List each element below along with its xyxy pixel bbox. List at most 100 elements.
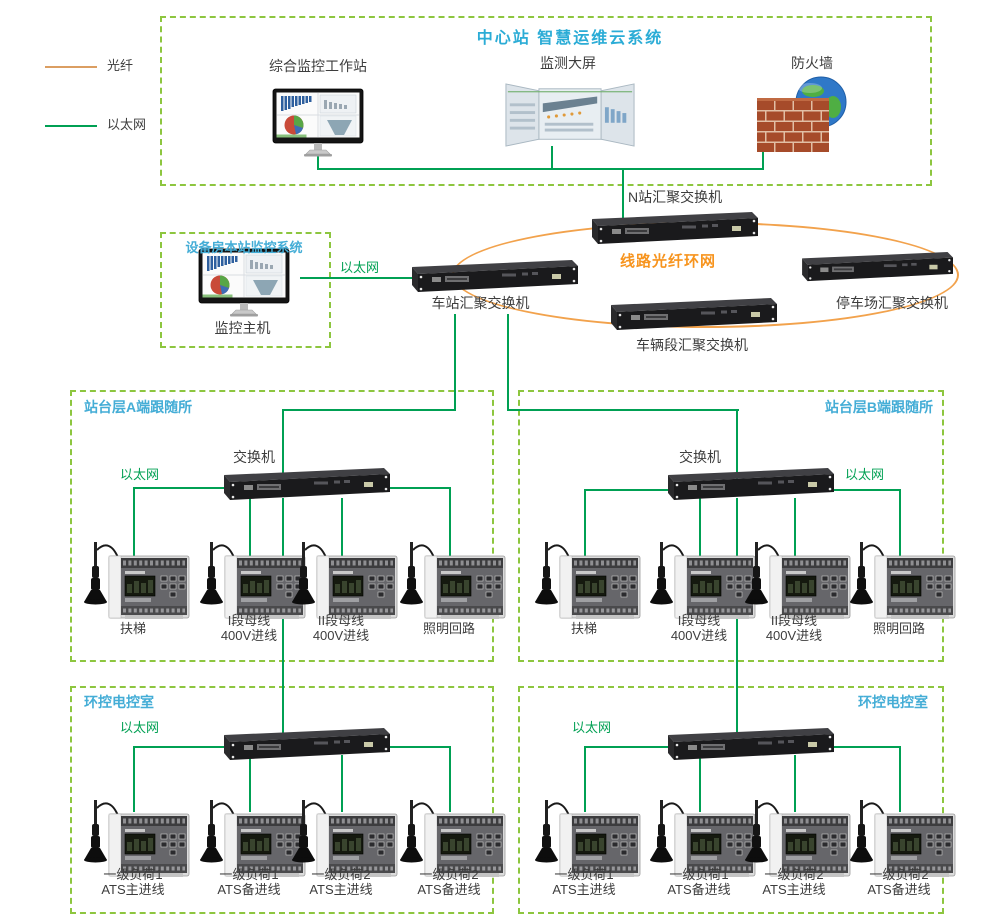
device-label-line1: 一级负荷1 xyxy=(219,867,279,882)
device-label-line1: II段母线 xyxy=(317,613,365,628)
device-label-line1: 一级负荷1 xyxy=(103,867,163,882)
ethernet-line xyxy=(899,489,901,562)
ethernet-line xyxy=(133,487,233,489)
ethernet-line xyxy=(794,498,796,562)
legend-ethernet-swatch xyxy=(45,125,97,127)
host-label: 监控主机 xyxy=(214,320,271,336)
ethernet-line xyxy=(584,746,586,812)
power-room-left-ethernet-label: 以太网 xyxy=(120,720,160,735)
ethernet-line xyxy=(368,487,451,489)
ethernet-line xyxy=(341,755,343,812)
device-label: 扶梯 xyxy=(73,610,193,646)
station-switch-label: 车站汇聚交换机 xyxy=(431,295,530,311)
power-room-left-title: 环控电控室 xyxy=(84,694,154,710)
firewall-icon xyxy=(755,74,857,154)
ethernet-line xyxy=(341,498,343,562)
power-room-right-title: 环控电控室 xyxy=(858,694,928,710)
device-label-line2: ATS备进线 xyxy=(217,882,281,897)
station-switch-icon xyxy=(402,258,578,296)
cloud-system-title: 中心站 智慧运维云系统 xyxy=(476,30,664,47)
ethernet-line xyxy=(133,746,233,748)
device-label: 扶梯 xyxy=(524,610,644,646)
ethernet-line xyxy=(551,146,553,169)
ethernet-line xyxy=(317,152,319,169)
legend-ethernet-label: 以太网 xyxy=(107,117,147,132)
device-label-line2: 400V进线 xyxy=(670,628,728,643)
ethernet-line xyxy=(584,489,586,562)
ethernet-line xyxy=(249,498,251,562)
device-label-line1: 一级负荷1 xyxy=(554,867,614,882)
big-screen-label: 监测大屏 xyxy=(540,55,596,71)
ethernet-line xyxy=(507,314,509,410)
device-label-line1: 照明回路 xyxy=(872,620,925,636)
device-label-line1: II段母线 xyxy=(770,613,818,628)
platform-b-switch-label: 交换机 xyxy=(679,449,721,465)
box-platform-b xyxy=(518,390,944,662)
device-label-line2: 400V进线 xyxy=(765,628,823,643)
ethernet-line xyxy=(449,746,451,812)
ethernet-line xyxy=(507,409,739,411)
ethernet-line xyxy=(699,498,701,562)
device-label-line2: ATS主进线 xyxy=(762,882,826,897)
device-label-line1: 一级负荷1 xyxy=(669,867,729,882)
ethernet-line xyxy=(449,487,451,562)
platform-b-switch-icon xyxy=(658,466,834,504)
local-room-title: 设备房本站监控系统 xyxy=(185,240,303,255)
ethernet-line xyxy=(585,746,685,748)
device-label-line1: I段母线 xyxy=(677,613,721,628)
depot-switch-icon xyxy=(601,296,777,334)
ethernet-line xyxy=(368,746,451,748)
platform-a-ethernet-label: 以太网 xyxy=(120,467,160,482)
ethernet-line xyxy=(282,409,284,477)
legend-fiber-swatch xyxy=(45,66,97,68)
ethernet-line xyxy=(762,150,764,169)
device-label: 照明回路 xyxy=(389,610,509,646)
workstation-label: 综合监控工作站 xyxy=(269,58,367,74)
ethernet-line xyxy=(794,755,796,812)
device-label-line1: 扶梯 xyxy=(119,620,146,636)
device-label-line2: ATS备进线 xyxy=(867,882,931,897)
ethernet-line xyxy=(300,277,445,279)
device-label-line2: ATS主进线 xyxy=(101,882,165,897)
legend-fiber-label: 光纤 xyxy=(107,58,134,73)
device-label-line2: ATS备进线 xyxy=(667,882,731,897)
big-screen-icon xyxy=(502,82,638,148)
device-label-line1: 一级负荷2 xyxy=(764,867,824,882)
ethernet-line xyxy=(133,746,135,812)
device-label-line1: I段母线 xyxy=(227,613,271,628)
power-room-right-switch-icon xyxy=(658,726,834,764)
workstation-monitor-icon xyxy=(272,88,364,158)
ethernet-line xyxy=(133,487,135,562)
device-label-line2: 400V进线 xyxy=(220,628,278,643)
power-room-right-ethernet-label: 以太网 xyxy=(572,720,612,735)
n-station-switch-label: N站汇聚交换机 xyxy=(628,189,723,205)
host-monitor-icon xyxy=(198,248,290,318)
device-label-line1: 照明回路 xyxy=(422,620,475,636)
parking-switch-label: 停车场汇聚交换机 xyxy=(836,295,948,311)
ethernet-line xyxy=(899,746,901,812)
ethernet-line xyxy=(317,168,764,170)
ethernet-line xyxy=(812,489,901,491)
device-label-line2: 400V进线 xyxy=(312,628,370,643)
box-cloud-system xyxy=(160,16,932,186)
firewall-label: 防火墙 xyxy=(791,55,833,71)
device-label-line1: 扶梯 xyxy=(570,620,597,636)
platform-a-switch-icon xyxy=(214,466,390,504)
ethernet-line xyxy=(736,409,738,479)
n-station-switch-icon xyxy=(582,210,758,248)
ethernet-line xyxy=(585,489,685,491)
box-power-room-right xyxy=(518,686,944,914)
device-label-line2: ATS主进线 xyxy=(309,882,373,897)
ethernet-line xyxy=(282,409,456,411)
